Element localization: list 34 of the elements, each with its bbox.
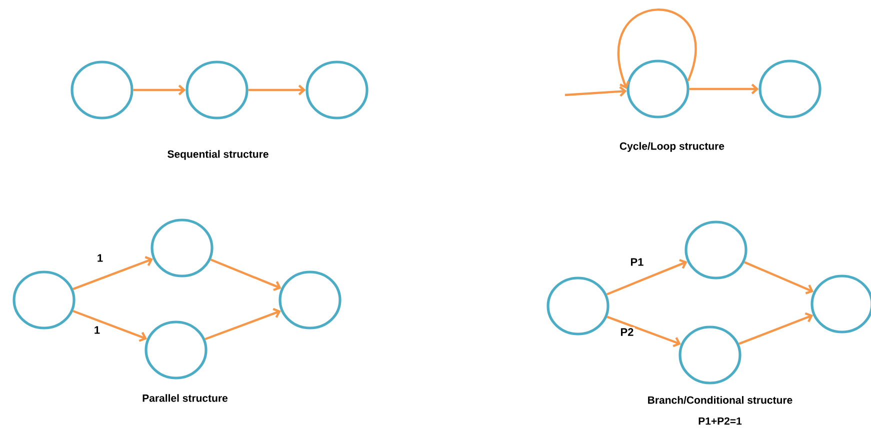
arrow [72,256,153,290]
arrow [210,258,282,292]
arrow [133,84,186,96]
arrow [606,316,681,348]
circle-node [144,320,208,380]
circle-node [186,60,248,120]
caption-text: P1+P2=1 [698,417,742,425]
arrow [689,84,759,94]
circle-node [278,270,342,330]
caption-text: Parallel structure [142,394,228,402]
caption-text: Sequential structure [168,150,268,160]
circle-node [150,218,214,278]
arrow [72,310,147,342]
arrow [744,261,814,294]
circle-node [546,276,610,336]
circle-node [684,220,748,280]
caption-text: Branch/Conditional structure [648,396,792,404]
circle-node [758,60,822,118]
circle-node [12,270,76,330]
edge-label: 1 [96,253,104,263]
circle-node [626,60,690,118]
edge-label: P1 [629,257,645,267]
arrow [618,8,696,89]
circle-node [70,60,134,120]
edge-label: P2 [619,327,635,337]
circle-node [306,60,368,120]
arrow [738,312,814,345]
caption-text: Cycle/Loop structure [620,142,724,152]
arrow [606,258,688,296]
arrow [204,308,281,340]
arrow [564,86,627,97]
edge-label: 1 [92,325,102,335]
circle-node [678,326,742,384]
arrow [248,84,306,96]
